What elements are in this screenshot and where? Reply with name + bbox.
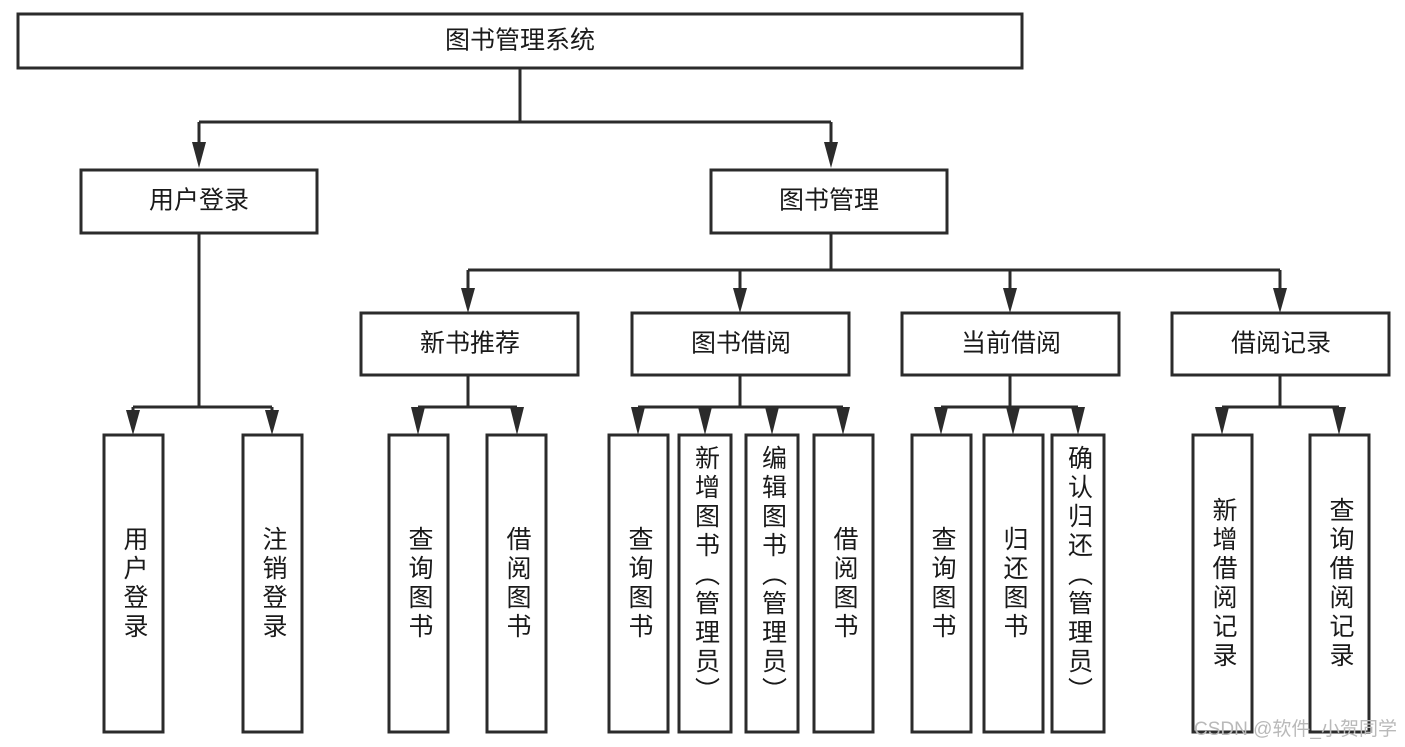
node-leaf-query-record-label: 查询借阅记录	[1326, 496, 1354, 671]
node-book-manage-box[interactable]	[709, 168, 949, 235]
arrow-head-leaf-user-logout	[265, 410, 279, 435]
node-leaf-user-logout-box[interactable]	[241, 433, 304, 734]
node-leaf-borrow-book-1-box[interactable]	[485, 433, 548, 734]
node-borrow-record[interactable]: 借阅记录	[1170, 311, 1391, 377]
node-new-book-rec-box[interactable]	[359, 311, 580, 377]
node-leaf-edit-book[interactable]: 编辑图书（管理员）	[744, 433, 800, 734]
node-leaf-confirm-return-label: 确认归还（管理员）	[1064, 445, 1093, 706]
arrow-head-leaf-query-book-3	[934, 407, 948, 435]
node-new-book-rec[interactable]: 新书推荐	[359, 311, 580, 377]
node-leaf-query-book-1-label: 查询图书	[405, 525, 433, 642]
node-root-label: 图书管理系统	[445, 27, 595, 55]
arrow-head-leaf-query-book-2	[631, 407, 645, 435]
arrow-head-user-login	[192, 142, 206, 168]
node-book-manage-label: 图书管理	[779, 187, 879, 215]
node-book-borrow-label: 图书借阅	[691, 330, 791, 358]
node-leaf-borrow-book-2-label: 借阅图书	[830, 525, 858, 642]
node-current-borrow[interactable]: 当前借阅	[900, 311, 1121, 377]
node-borrow-record-box[interactable]	[1170, 311, 1391, 377]
node-leaf-query-book-1-box[interactable]	[387, 433, 450, 734]
node-leaf-query-book-2[interactable]: 查询图书	[607, 433, 670, 734]
arrow-head-borrow-record	[1273, 288, 1287, 313]
node-leaf-add-record[interactable]: 新增借阅记录	[1191, 433, 1254, 734]
node-leaf-query-book-2-box[interactable]	[607, 433, 670, 734]
node-leaf-add-book[interactable]: 新增图书（管理员）	[677, 433, 733, 734]
node-leaf-user-logout[interactable]: 注销登录	[241, 433, 304, 734]
edge-group-book-manage-to-level3	[461, 233, 1287, 313]
arrow-head-leaf-borrow-book-2	[836, 407, 850, 435]
node-leaf-return-book[interactable]: 归还图书	[982, 433, 1045, 734]
edge-group-root-to-level2	[192, 68, 838, 168]
node-leaf-add-record-label: 新增借阅记录	[1209, 496, 1237, 671]
node-leaf-edit-book-label: 编辑图书（管理员）	[758, 445, 787, 706]
arrow-head-new-book-rec	[461, 288, 475, 313]
arrow-head-leaf-add-book	[698, 407, 712, 435]
node-leaf-add-record-box[interactable]	[1191, 433, 1254, 734]
node-leaf-user-login-label: 用户登录	[120, 525, 148, 642]
node-leaf-borrow-book-2[interactable]: 借阅图书	[812, 433, 875, 734]
node-user-login[interactable]: 用户登录	[79, 168, 319, 235]
node-book-borrow[interactable]: 图书借阅	[630, 311, 851, 377]
node-leaf-query-record[interactable]: 查询借阅记录	[1308, 433, 1371, 734]
node-leaf-return-book-box[interactable]	[982, 433, 1045, 734]
node-leaf-add-book-box[interactable]	[677, 433, 733, 734]
arrow-head-leaf-confirm-return	[1071, 407, 1085, 435]
node-book-borrow-box[interactable]	[630, 311, 851, 377]
node-leaf-query-book-1[interactable]: 查询图书	[387, 433, 450, 734]
node-leaf-borrow-book-2-box[interactable]	[812, 433, 875, 734]
arrow-head-current-borrow	[1003, 288, 1017, 313]
edge-group-new-book-rec-to-leaves	[411, 375, 524, 435]
arrow-head-leaf-edit-book	[765, 407, 779, 435]
arrow-head-leaf-user-login	[126, 410, 140, 435]
node-new-book-rec-label: 新书推荐	[420, 330, 520, 358]
node-leaf-query-record-box[interactable]	[1308, 433, 1371, 734]
node-leaf-add-book-label: 新增图书（管理员）	[691, 445, 720, 706]
node-leaf-user-login[interactable]: 用户登录	[102, 433, 165, 734]
node-leaf-confirm-return[interactable]: 确认归还（管理员）	[1050, 433, 1106, 734]
node-leaf-query-book-3-box[interactable]	[910, 433, 973, 734]
node-user-login-label: 用户登录	[149, 187, 249, 215]
node-leaf-query-book-2-label: 查询图书	[625, 525, 653, 642]
node-current-borrow-box[interactable]	[900, 311, 1121, 377]
edge-group-user-login-to-leaves	[126, 233, 279, 435]
node-leaf-user-login-box[interactable]	[102, 433, 165, 734]
node-leaf-return-book-label: 归还图书	[1000, 525, 1028, 642]
node-book-manage[interactable]: 图书管理	[709, 168, 949, 235]
arrow-head-leaf-return-book	[1006, 407, 1020, 435]
edge-group-borrow-record-to-leaves	[1215, 375, 1346, 435]
node-user-login-box[interactable]	[79, 168, 319, 235]
node-leaf-user-logout-label: 注销登录	[259, 525, 287, 642]
node-leaf-borrow-book-1-label: 借阅图书	[503, 525, 531, 642]
arrow-head-leaf-borrow-book-1	[510, 407, 524, 435]
node-root-box[interactable]	[16, 12, 1024, 70]
node-leaf-edit-book-box[interactable]	[744, 433, 800, 734]
edge-group-current-borrow-to-leaves	[934, 375, 1085, 435]
node-leaf-query-book-3-label: 查询图书	[928, 525, 956, 642]
node-borrow-record-label: 借阅记录	[1231, 330, 1331, 358]
node-leaf-confirm-return-box[interactable]	[1050, 433, 1106, 734]
arrow-head-leaf-add-record	[1215, 407, 1229, 435]
arrow-head-leaf-query-record	[1332, 407, 1346, 435]
node-leaf-query-book-3[interactable]: 查询图书	[910, 433, 973, 734]
arrow-head-book-borrow	[733, 288, 747, 313]
node-current-borrow-label: 当前借阅	[961, 330, 1061, 358]
node-root[interactable]: 图书管理系统	[16, 12, 1024, 70]
arrow-head-book-manage	[824, 142, 838, 168]
edge-group-book-borrow-to-leaves	[631, 375, 850, 435]
arrow-head-leaf-query-book-1	[411, 407, 425, 435]
node-leaf-borrow-book-1[interactable]: 借阅图书	[485, 433, 548, 734]
